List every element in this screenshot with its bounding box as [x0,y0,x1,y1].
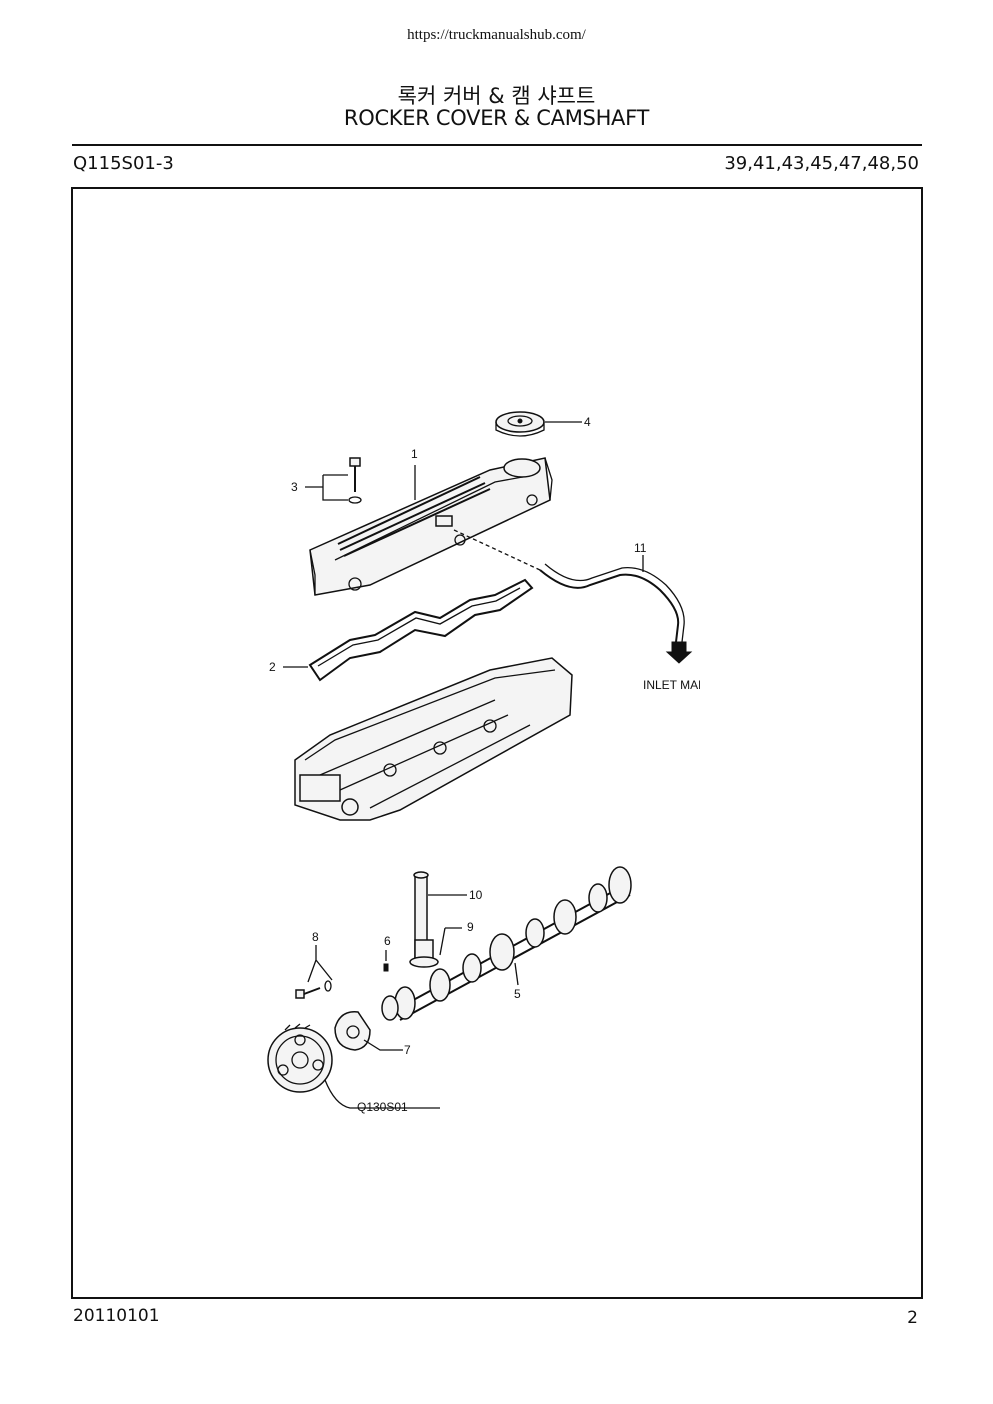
woodruff-key [383,963,389,972]
tappet-seal [409,939,439,968]
callout-11: 11 [634,541,647,555]
gear-reference-label: Q130S01 [357,1100,408,1114]
callout-1: 1 [411,447,418,461]
cover-bolt-and-washer [348,457,362,504]
callout-6: 6 [384,934,391,948]
rocker-cover [309,457,553,596]
page-references: 39,41,43,45,47,48,50 [724,153,919,174]
cam-gear [267,1023,333,1093]
plate-bolt-and-washer [295,980,332,999]
camshaft [381,866,632,1021]
callout-8: 8 [312,930,319,944]
callout-7: 7 [404,1043,411,1057]
cylinder-head [294,657,573,821]
inlet-manifold-label: INLET MANIFOLD [643,678,700,692]
breather-hose [453,529,685,643]
diagram-code: Q115S01-3 [73,153,174,174]
header-rule [72,144,922,146]
callout-4: 4 [584,415,591,429]
diagram-frame [71,187,923,1299]
page-number: 2 [907,1308,918,1328]
thrust-plate [334,1011,371,1051]
callout-9: 9 [467,920,474,934]
exploded-parts-diagram: 1 2 3 4 5 6 7 8 9 10 11 INLET MANIFOLD Q… [267,411,700,1114]
rocker-cover-gasket [308,578,534,682]
title-english: ROCKER COVER & CAMSHAFT [343,106,650,130]
source-url[interactable]: https://truckmanualshub.com/ [407,27,586,43]
title-korean: 록커 커버 & 캠 샤프트 [397,84,596,108]
callout-10: 10 [469,888,483,902]
callout-2: 2 [269,660,276,674]
footer-date: 20110101 [73,1306,160,1326]
callout-5: 5 [514,987,521,1001]
callout-3: 3 [291,480,298,494]
oil-filler-cap [495,411,545,437]
